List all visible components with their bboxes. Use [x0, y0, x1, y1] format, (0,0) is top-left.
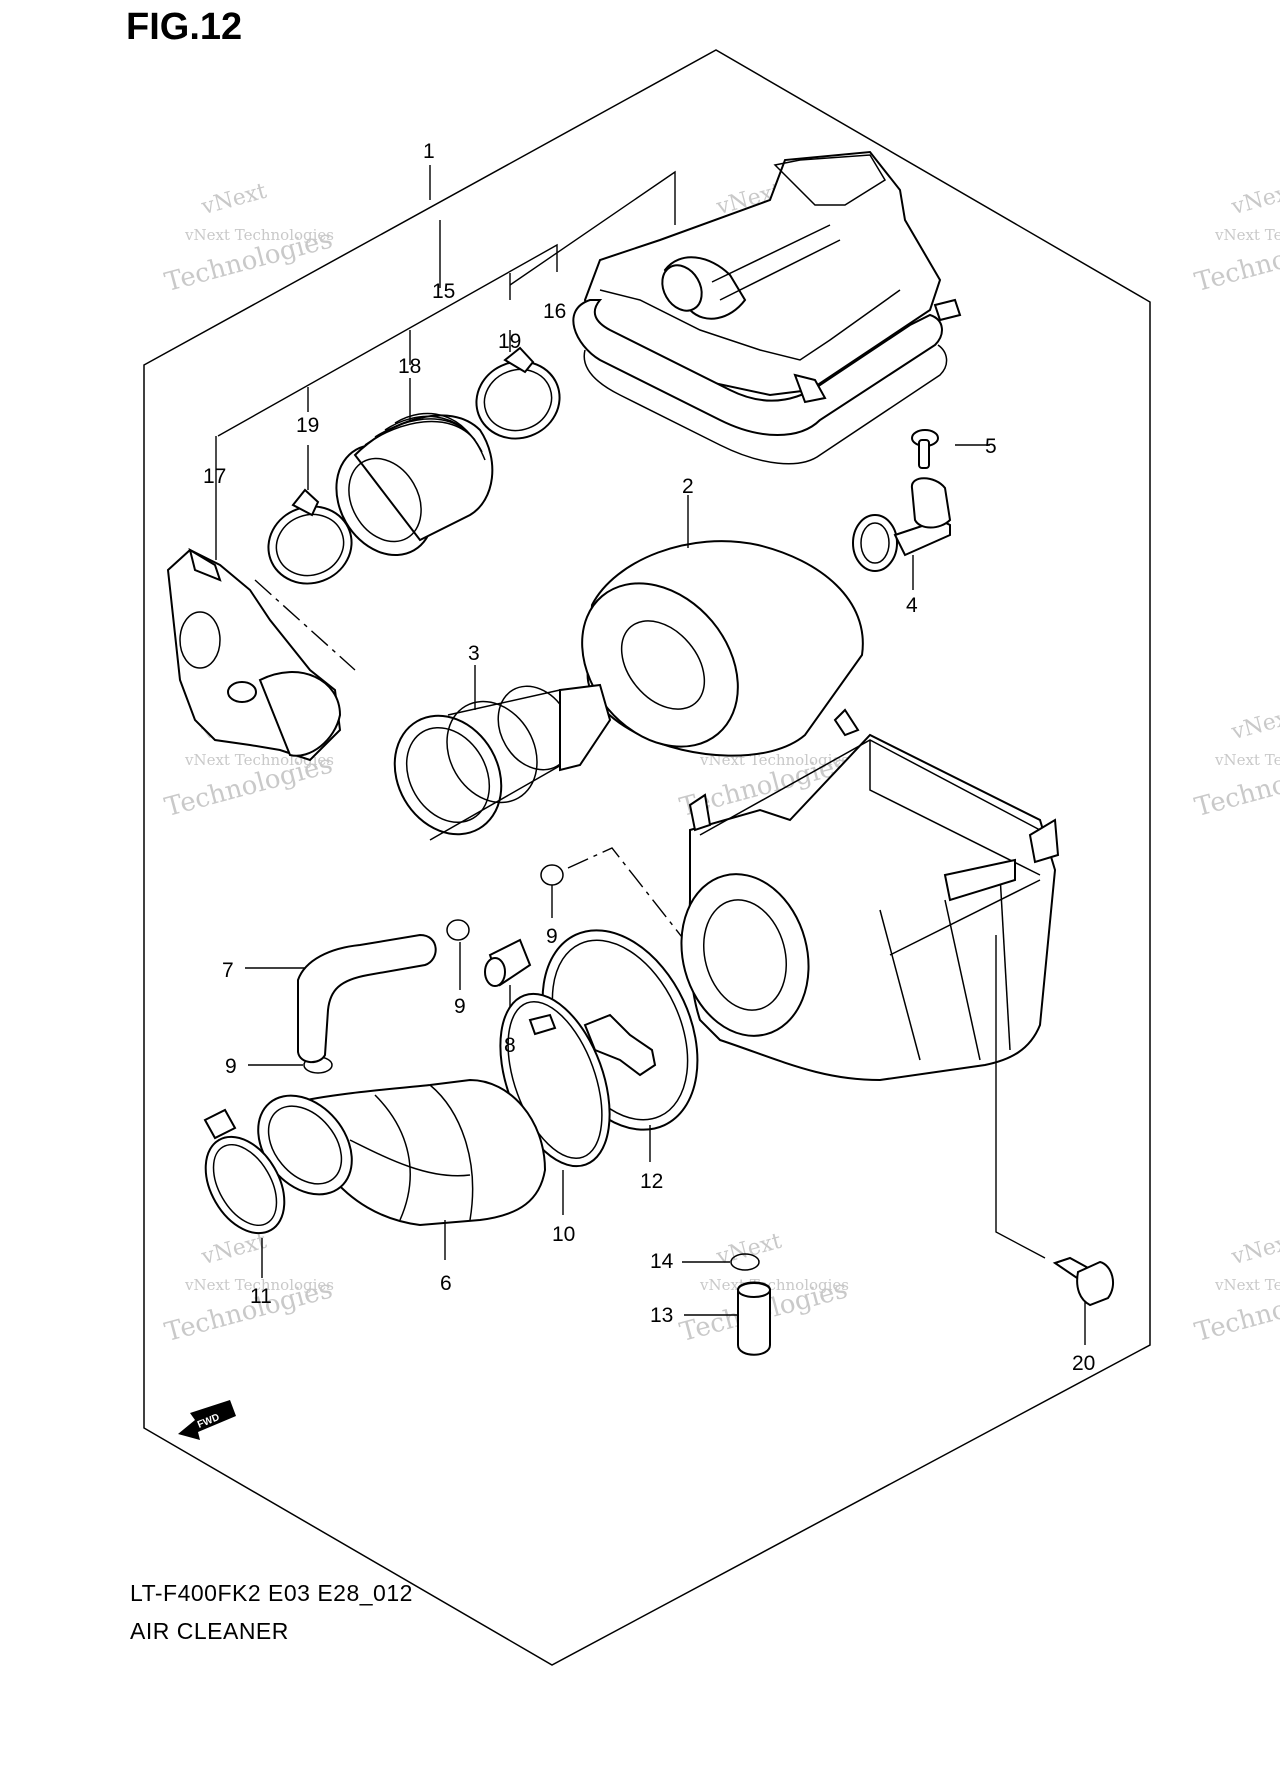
watermark: vNext vNext Technologies Technologies: [162, 1229, 336, 1348]
callout-3: 3: [468, 642, 480, 665]
part-11-clamp: [203, 1108, 286, 1278]
svg-text:vNext: vNext: [198, 179, 269, 221]
part-6-outlet-tube: [257, 1078, 547, 1260]
part-9-clip-middle: [446, 919, 470, 990]
callout-19-b: 19: [498, 330, 521, 353]
svg-text:vNext Technologies: vNext Technologies: [1214, 1276, 1280, 1294]
svg-text:vNext Technologies: vNext Technologies: [184, 1276, 334, 1294]
svg-text:vNext: vNext: [1228, 179, 1280, 221]
callout-8: 8: [504, 1034, 516, 1057]
callout-1: 1: [423, 140, 435, 163]
callout-11: 11: [250, 1285, 272, 1308]
connection-line-9-case: [567, 847, 701, 961]
callout-13: 13: [650, 1304, 673, 1327]
assembly-boundary: [143, 49, 1151, 1666]
callout-9-b: 9: [454, 995, 466, 1018]
callout-9-a: 9: [546, 925, 558, 948]
svg-text:vNext Technologies: vNext Technologies: [1214, 226, 1280, 244]
callout-labels: 1 2 3 4 5 6 7 8 9 9 9 10 11 12 13 14 15 …: [203, 140, 1095, 1375]
callout-4: 4: [906, 594, 918, 617]
callout-17: 17: [203, 465, 226, 488]
part-7-hose: [245, 933, 437, 1064]
callout-19-a: 19: [296, 414, 319, 437]
part-16-case-cover: [572, 150, 962, 465]
part-1-air-cleaner-case: [680, 708, 1060, 1259]
connection-line-17-19: [254, 579, 356, 671]
callout-10: 10: [552, 1223, 575, 1246]
callout-16: 16: [543, 300, 566, 323]
svg-text:vNext Technologies: vNext Technologies: [699, 1276, 849, 1294]
watermark: vNext vNext Technologies Technologies: [1192, 179, 1280, 298]
callout-6: 6: [440, 1272, 452, 1295]
watermark: vNext vNext Technologies Technologies: [1192, 1229, 1280, 1348]
section-name-caption: AIR CLEANER: [130, 1618, 289, 1644]
callout-20: 20: [1072, 1352, 1095, 1375]
callout-18: 18: [398, 355, 421, 378]
part-19-clamp-right: [475, 330, 561, 440]
svg-text:vNext Technologies: vNext Technologies: [184, 226, 334, 244]
part-3-element-cage: [393, 665, 612, 841]
part-4-drain-plug: [852, 477, 952, 590]
svg-text:vNext: vNext: [198, 1229, 269, 1271]
part-9-clip-upper: [540, 864, 564, 918]
model-code-caption: LT-F400FK2 E03 E28_012: [130, 1580, 413, 1606]
callout-5: 5: [985, 435, 997, 458]
part-18-bellows-hose: [335, 378, 494, 557]
watermark: vNext vNext Technologies Technologies: [1192, 704, 1280, 823]
callout-7: 7: [222, 959, 234, 982]
svg-text:vNext: vNext: [1228, 704, 1280, 746]
part-19-clamp-left: [267, 445, 353, 585]
svg-text:vNext: vNext: [713, 1229, 784, 1271]
part-20-bolt: [1052, 1256, 1115, 1345]
callout-9-c: 9: [225, 1055, 237, 1078]
fwd-arrow-icon: FWD: [178, 1400, 236, 1440]
callout-14: 14: [650, 1250, 674, 1273]
callout-15: 15: [432, 280, 455, 303]
group-brackets: [215, 170, 676, 560]
part-5-screw: [911, 429, 990, 469]
svg-text:vNext Technologies: vNext Technologies: [1214, 751, 1280, 769]
figure-title: FIG.12: [126, 6, 243, 48]
part-17-intake-duct: [166, 547, 342, 762]
callout-12: 12: [640, 1170, 663, 1193]
part-14-clip: [682, 1253, 760, 1271]
watermark: vNext vNext Technologies Technologies: [162, 179, 336, 298]
part-2-filter-element: [581, 495, 864, 757]
svg-text:vNext: vNext: [1228, 1229, 1280, 1271]
callout-2: 2: [682, 475, 694, 498]
part-13-drain-tube: [684, 1281, 771, 1356]
